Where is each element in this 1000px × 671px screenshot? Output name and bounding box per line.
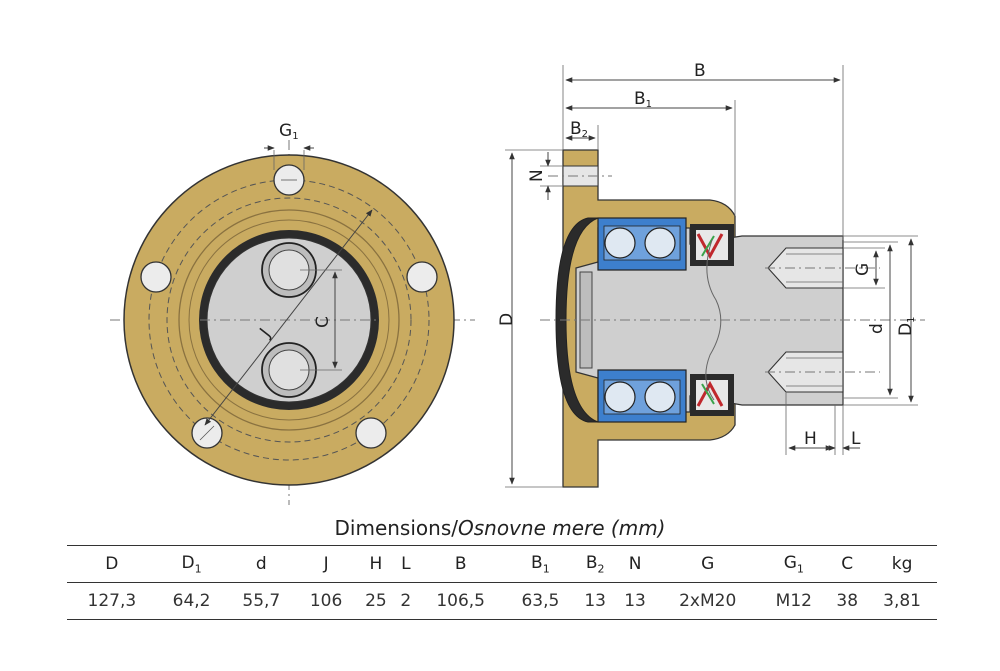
label-B: B (694, 61, 706, 81)
bolt-hole-left (140, 261, 172, 293)
column-header: kg (867, 545, 937, 583)
table-cell: 13 (615, 582, 655, 620)
column-header: C (827, 545, 868, 583)
bolt-hole-right (406, 261, 438, 293)
label-D: D (497, 313, 517, 326)
column-header: G1 (760, 545, 828, 583)
table-cell: 13 (575, 582, 616, 620)
table-cell: 55,7 (226, 582, 297, 620)
technical-drawing: J C G1 (110, 61, 925, 505)
label-L: L (851, 429, 861, 449)
label-G: G (853, 263, 873, 276)
table-cell: 64,2 (156, 582, 227, 620)
front-view: J C G1 (110, 121, 475, 505)
column-header: B2 (575, 545, 616, 583)
table-cell: 25 (355, 582, 396, 620)
label-d: d (867, 323, 887, 334)
table-cell: 38 (827, 582, 868, 620)
label-G1: G1 (279, 121, 299, 142)
table-title-main: Dimensions/ (334, 516, 458, 540)
column-header: H (355, 545, 396, 583)
table-cell: 127,3 (67, 582, 157, 620)
table-cell: 2 (395, 582, 416, 620)
side-section-view: B B1 B2 N D G d D1 H (497, 61, 925, 488)
bolt-hole-top (273, 164, 305, 196)
label-B1: B1 (634, 89, 652, 110)
column-header: J (296, 545, 356, 583)
table-cell: 106 (296, 582, 356, 620)
table-cell: 63,5 (505, 582, 576, 620)
seal-top (690, 224, 734, 266)
table-cell: 106,5 (415, 582, 506, 620)
label-N: N (527, 169, 547, 182)
column-header: d (226, 545, 297, 583)
column-header: B (415, 545, 506, 583)
seal-bottom (690, 374, 734, 416)
table-title: Dimensions/Osnovne mere (mm) (0, 516, 1000, 540)
column-header: N (615, 545, 655, 583)
table-cell: 2xM20 (655, 582, 761, 620)
table-title-italic: Osnovne mere (mm) (457, 516, 666, 540)
bolt-hole-bottom-right (355, 417, 387, 449)
label-H: H (804, 429, 817, 449)
table-cell: M12 (760, 582, 828, 620)
column-header: D (67, 545, 157, 583)
column-header: D1 (156, 545, 227, 583)
label-B2: B2 (570, 119, 588, 140)
column-header: L (395, 545, 416, 583)
column-header: G (655, 545, 761, 583)
label-C: C (313, 316, 333, 328)
column-header: B1 (505, 545, 576, 583)
table-cell: 3,81 (867, 582, 937, 620)
label-D1: D1 (896, 317, 917, 336)
